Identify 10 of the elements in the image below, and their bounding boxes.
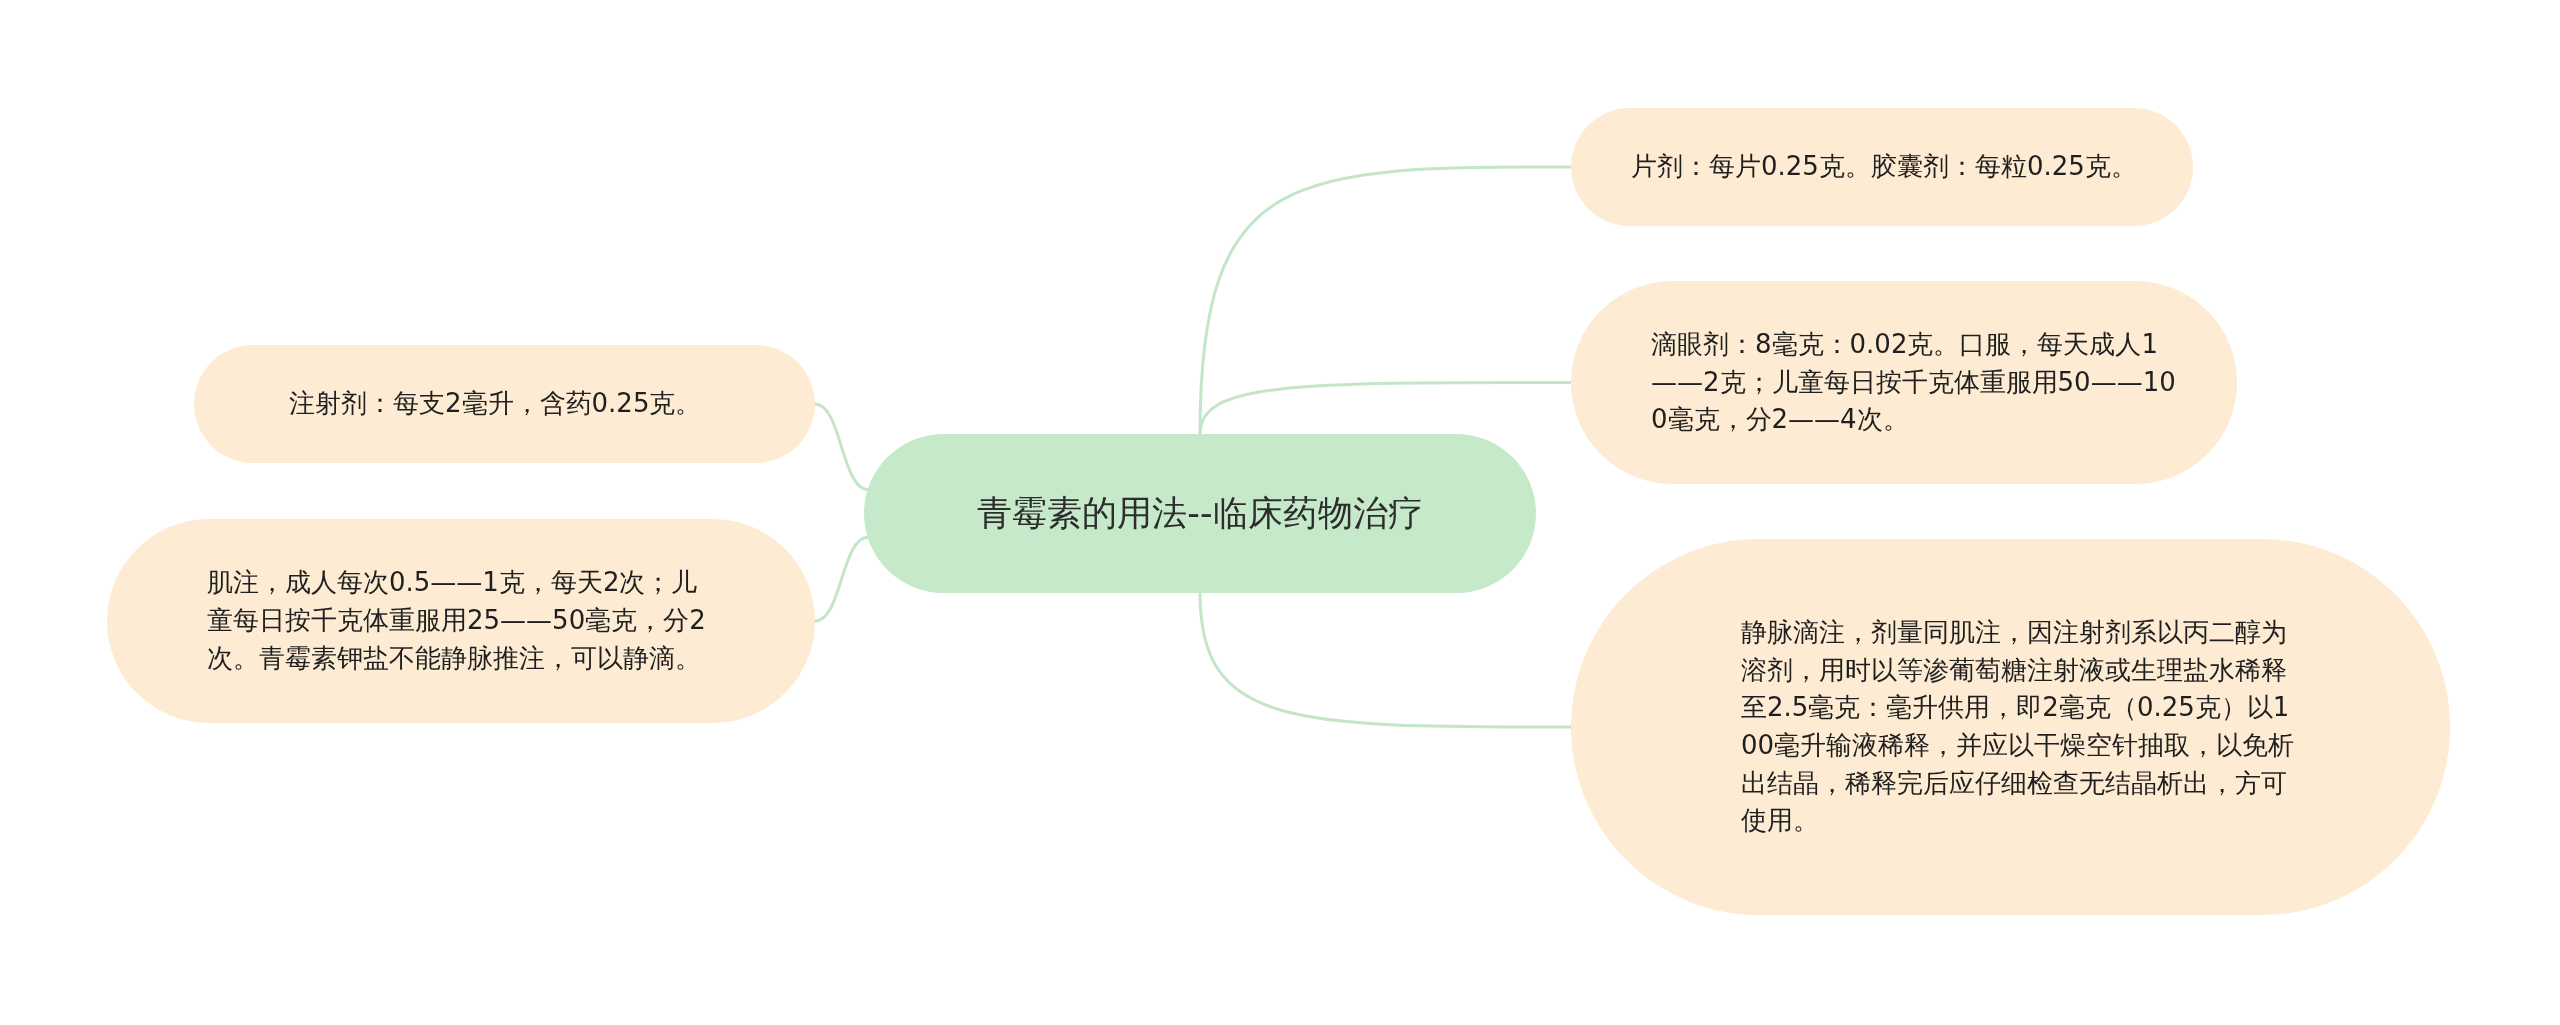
connector-line [1198,381,1571,435]
connector-line [814,402,869,492]
note-text: 肌注，成人每次0.5——1克，每天2次；儿童每日按千克体重服用25——50毫克，分2次。青霉素钾盐不能静脉推注，可以静滴。 [207,566,707,675]
note-text: 静脉滴注，剂量同肌注，因注射剂系以丙二醇为溶剂，用时以等渗葡萄糖注射液或生理盐水稀释至2.5毫克：毫升供用，即2毫克（0.25克）以100毫升输液稀释，并应以干燥空针抽取，以免析出结晶，稀释完后应仔细检查无结晶析出，方可使用。 [1741,615,2296,838]
note-text: 滴眼剂：8毫克：0.02克。口服，每天成人1——2克；儿童每日按千克体重服用50——100毫克，分2——4次。 [1651,327,2177,437]
note-text: 片剂：每片0.25克。胶囊剂：每粒0.25克。 [1631,150,2138,184]
connector-line [1198,592,1571,729]
topic-text: 青霉素的用法--临床药物治疗 [976,492,1424,535]
note-text: 注射剂：每支2毫升，含药0.25克。 [289,387,703,421]
connector-line [814,535,869,623]
